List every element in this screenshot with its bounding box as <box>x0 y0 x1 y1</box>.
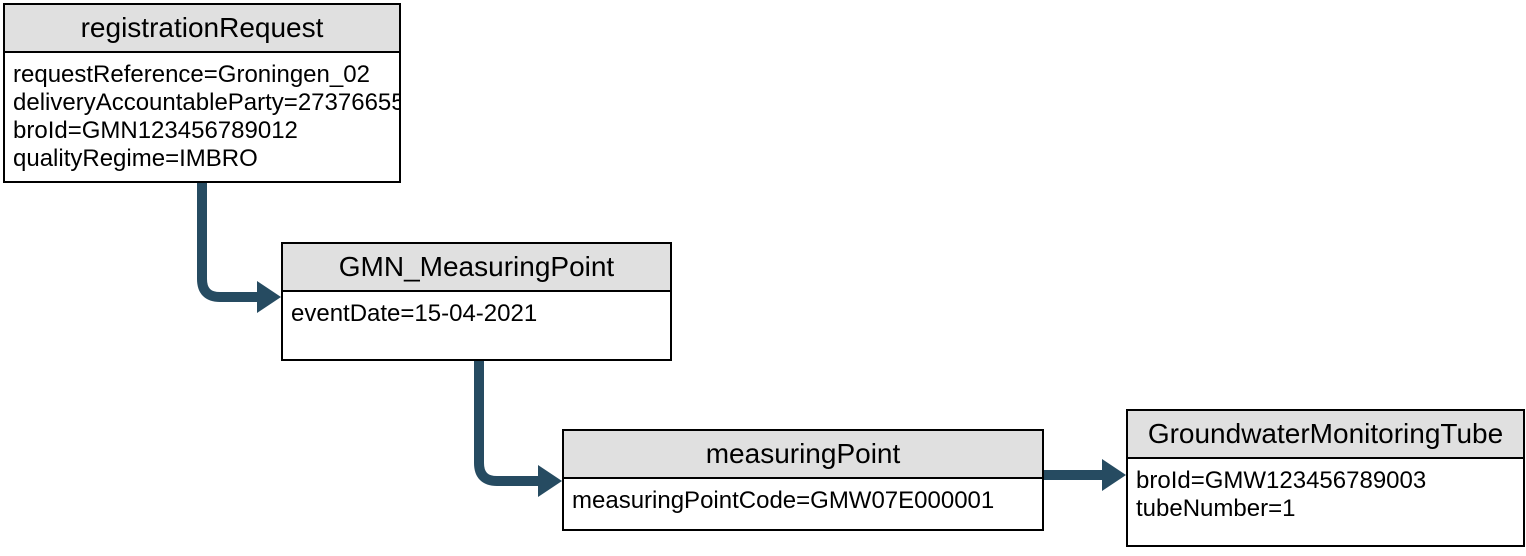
node-title: GroundwaterMonitoringTube <box>1128 411 1523 459</box>
node-title: registrationRequest <box>5 5 399 53</box>
arrowhead-icon <box>538 465 562 497</box>
node-body: measuringPointCode=GMW07E000001 <box>564 479 1042 515</box>
arrowhead-icon <box>257 281 281 313</box>
arrowhead-icon <box>1102 459 1126 491</box>
elbow-connector <box>197 183 258 302</box>
node-field: measuringPointCode=GMW07E000001 <box>572 487 995 514</box>
node-measuring-point: measuringPoint measuringPointCode=GMW07E… <box>562 429 1044 531</box>
node-field: deliveryAccountableParty=27376655 <box>13 89 399 116</box>
node-title: measuringPoint <box>564 431 1042 479</box>
node-field: broId=GMN123456789012 <box>13 117 298 144</box>
connector-gmn-to-measuringpoint <box>474 361 562 497</box>
connector-measuringpoint-to-tube <box>1044 459 1126 491</box>
node-field: qualityRegime=IMBRO <box>13 145 258 172</box>
node-field: broId=GMW123456789003 <box>1136 467 1427 494</box>
node-body: requestReference=Groningen_02 deliveryAc… <box>5 53 399 173</box>
node-body: eventDate=15-04-2021 <box>283 292 670 328</box>
node-registration-request: registrationRequest requestReference=Gro… <box>3 3 401 183</box>
node-field: eventDate=15-04-2021 <box>291 300 538 327</box>
node-field: tubeNumber=1 <box>1136 495 1296 522</box>
node-title: GMN_MeasuringPoint <box>283 244 670 292</box>
node-body: broId=GMW123456789003 tubeNumber=1 <box>1128 459 1523 523</box>
node-gmn-measuring-point: GMN_MeasuringPoint eventDate=15-04-2021 <box>281 242 672 361</box>
node-field: requestReference=Groningen_02 <box>13 61 370 88</box>
elbow-connector <box>474 361 539 486</box>
node-groundwater-monitoring-tube: GroundwaterMonitoringTube broId=GMW12345… <box>1126 409 1525 547</box>
connector-registration-to-gmn <box>197 183 281 313</box>
